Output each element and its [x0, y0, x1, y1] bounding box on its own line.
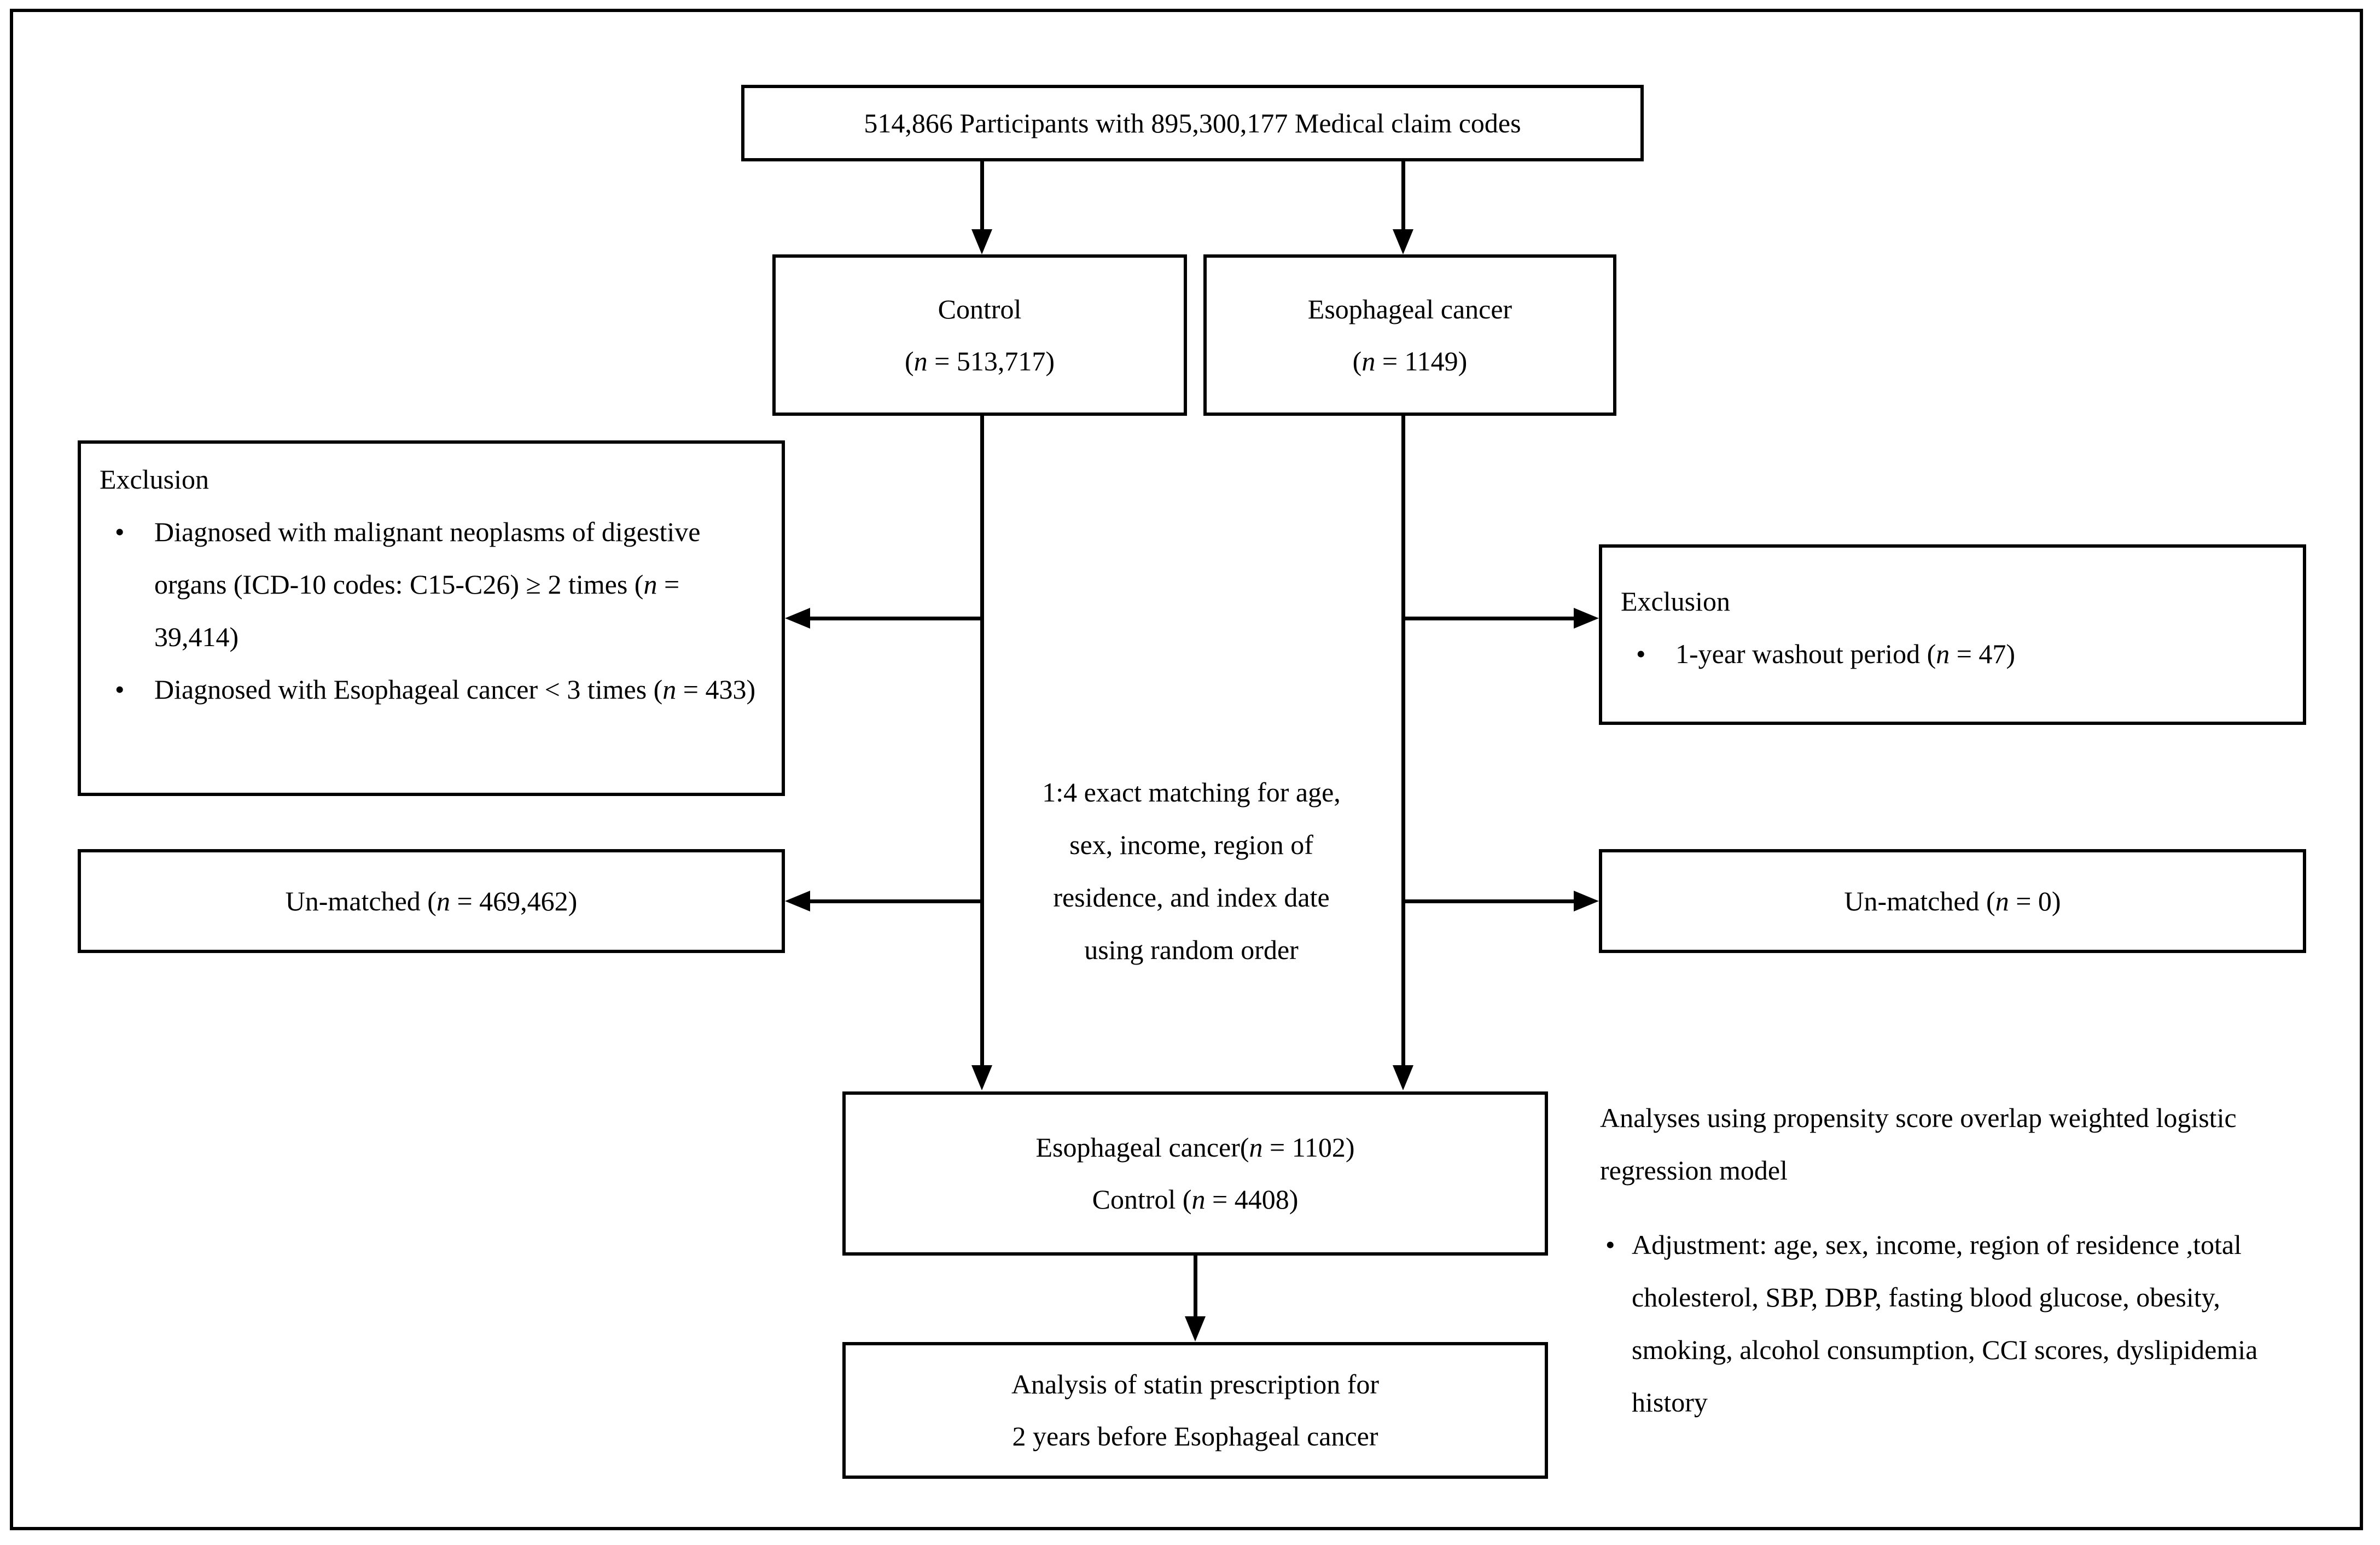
- analysis-note-bullet-list: • Adjustment: age, sex, income, region o…: [1600, 1218, 2311, 1428]
- right-exclusion-heading: Exclusion: [1621, 585, 1730, 617]
- analysis-note: Analyses using propensity score overlap …: [1600, 1091, 2311, 1428]
- bullet-dot-icon: •: [1636, 638, 1646, 669]
- bullet-dot-icon: •: [115, 516, 125, 547]
- arrow-control-to-matched: [971, 1065, 992, 1090]
- matching-note-line-1: 1:4 exact matching for age,: [1042, 777, 1341, 808]
- left-unmatched-box: Un-matched (n = 469,462): [78, 849, 785, 953]
- control-box: Control (n = 513,717): [772, 254, 1187, 416]
- connector-control-to-left-unmatched: [810, 899, 982, 903]
- right-exclusion-bullet-list: • 1-year washout period (n = 47): [1621, 628, 2284, 680]
- control-count: (n = 513,717): [904, 345, 1055, 376]
- analysis-note-adjustment-text: Adjustment: age, sex, income, region of …: [1632, 1229, 2258, 1418]
- control-trunk-line: [980, 416, 984, 1067]
- matched-cohort-box: Esophageal cancer(n = 1102) Control (n =…: [842, 1091, 1548, 1256]
- left-exclusion-heading: Exclusion: [100, 464, 209, 495]
- left-unmatched-label: Un-matched (n = 469,462): [285, 885, 578, 916]
- arrow-case-to-right-exclusion: [1574, 608, 1599, 629]
- bullet-dot-icon: •: [115, 674, 125, 705]
- matched-case-count: Esophageal cancer(n = 1102): [1035, 1132, 1355, 1163]
- right-exclusion-box: Exclusion • 1-year washout period (n = 4…: [1599, 544, 2306, 725]
- list-item: • Adjustment: age, sex, income, region o…: [1600, 1218, 2311, 1428]
- left-exclusion-box: Exclusion • Diagnosed with malignant neo…: [78, 440, 785, 796]
- case-box: Esophageal cancer (n = 1149): [1203, 254, 1616, 416]
- case-count: (n = 1149): [1352, 345, 1468, 376]
- connector-case-to-right-unmatched: [1404, 899, 1574, 903]
- case-trunk-line: [1401, 416, 1405, 1067]
- connector-case-to-right-exclusion: [1404, 617, 1574, 620]
- list-item: • 1-year washout period (n = 47): [1621, 628, 2284, 680]
- arrow-case-to-matched: [1393, 1065, 1413, 1090]
- connector-control-to-left-exclusion: [810, 617, 982, 620]
- connector-top-to-case: [1401, 161, 1405, 231]
- bullet-dot-icon: •: [1605, 1229, 1615, 1260]
- case-label: Esophageal cancer: [1307, 293, 1512, 324]
- matched-control-count: Control (n = 4408): [1092, 1184, 1299, 1215]
- right-unmatched-label: Un-matched (n = 0): [1844, 885, 2061, 916]
- arrow-control-to-left-exclusion: [785, 608, 810, 629]
- matching-note: 1:4 exact matching for age, sex, income,…: [1011, 766, 1372, 976]
- arrow-control-to-left-unmatched: [785, 891, 810, 911]
- matching-note-line-3: residence, and index date: [1053, 882, 1330, 913]
- arrow-matched-to-final: [1185, 1316, 1206, 1341]
- list-item: • Diagnosed with malignant neoplasms of …: [100, 506, 763, 663]
- top-participants-label: 514,866 Participants with 895,300,177 Me…: [864, 107, 1521, 138]
- top-participants-box: 514,866 Participants with 895,300,177 Me…: [741, 85, 1644, 161]
- analysis-note-line-2: regression model: [1600, 1155, 1788, 1186]
- final-analysis-box: Analysis of statin prescription for 2 ye…: [842, 1342, 1548, 1479]
- analysis-note-line-1: Analyses using propensity score overlap …: [1600, 1102, 2237, 1133]
- left-exclusion-bullet-list: • Diagnosed with malignant neoplasms of …: [100, 506, 763, 716]
- control-label: Control: [938, 293, 1022, 324]
- connector-matched-to-final: [1194, 1256, 1197, 1319]
- connector-top-to-control: [980, 161, 984, 231]
- list-item: • Diagnosed with Esophageal cancer < 3 t…: [100, 663, 763, 716]
- final-analysis-line-1: Analysis of statin prescription for: [1011, 1369, 1380, 1399]
- matching-note-line-2: sex, income, region of: [1069, 829, 1313, 860]
- arrow-top-to-case: [1393, 229, 1413, 254]
- arrow-case-to-right-unmatched: [1574, 891, 1599, 911]
- outer-frame-border: [10, 9, 2363, 1530]
- right-unmatched-box: Un-matched (n = 0): [1599, 849, 2306, 953]
- final-analysis-line-2: 2 years before Esophageal cancer: [1012, 1421, 1378, 1451]
- arrow-top-to-control: [971, 229, 992, 254]
- matching-note-line-4: using random order: [1084, 934, 1299, 965]
